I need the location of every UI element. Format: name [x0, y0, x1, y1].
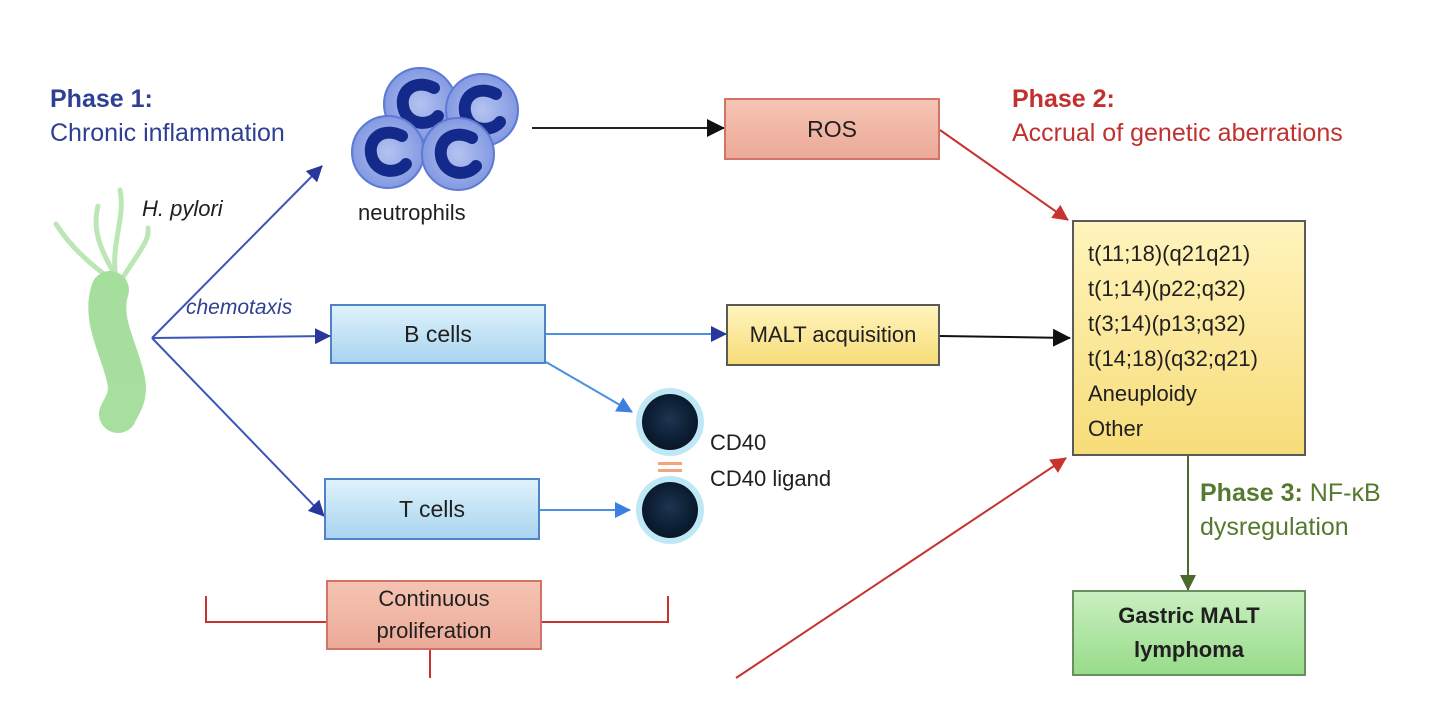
gastric-malt-lymphoma-box: Gastric MALT lymphoma: [1072, 590, 1306, 676]
t-cells-label: T cells: [398, 495, 466, 522]
b-cells-label: B cells: [404, 320, 472, 347]
aberration-item: Other: [1088, 416, 1144, 441]
t-cells-box: T cells: [324, 478, 540, 540]
phase3-title-rest: NF-κB: [1309, 479, 1381, 507]
cd40-label: CD40: [710, 430, 767, 455]
gastric-malt-line1: Gastric MALT: [1118, 603, 1260, 628]
aberration-item: Aneuploidy: [1088, 381, 1197, 406]
aberration-item: t(1;14)(p22;q32): [1088, 276, 1246, 301]
phase1-title: Phase 1:: [50, 85, 153, 113]
aberration-item: t(14;18)(q32;q21): [1088, 346, 1258, 371]
aberration-item: t(3;14)(p13;q32): [1088, 311, 1246, 336]
b-cells-box: B cells: [330, 304, 546, 364]
continuous-proliferation-line1: Continuous: [378, 586, 490, 611]
phase3-heading: Phase 3: NF-κB dysregulation: [1200, 476, 1381, 544]
arrow-malt-to-aberrations: [939, 328, 1071, 347]
phase1-heading: Phase 1: Chronic inflammation: [50, 82, 285, 150]
arrow-ros-to-aberrations: [939, 129, 1069, 221]
phase3-subtitle: dysregulation: [1200, 513, 1349, 541]
phase2-title: Phase 2:: [1012, 85, 1115, 113]
neutrophils-icon: [351, 67, 519, 191]
phase2-heading: Phase 2: Accrual of genetic aberrations: [1012, 82, 1343, 150]
phase3-title: Phase 3:: [1200, 479, 1303, 507]
malt-acquisition-box: MALT acquisition: [726, 304, 940, 366]
h-pylori-label: H. pylori: [142, 196, 223, 221]
continuous-proliferation-box: Continuous proliferation: [326, 580, 542, 650]
neutrophils-label: neutrophils: [358, 200, 466, 225]
aberration-item: t(11;18)(q21q21): [1088, 241, 1251, 266]
phase1-subtitle: Chronic inflammation: [50, 119, 285, 147]
chemotaxis-label: chemotaxis: [186, 296, 293, 319]
t-cell-cd40-ligand-icon: [636, 476, 704, 544]
continuous-proliferation-line2: proliferation: [376, 618, 492, 643]
arrow-hpylori-to-bcells: [151, 328, 331, 345]
cd40-binding-icon: [658, 462, 682, 472]
genetic-aberrations-box: t(11;18)(q21q21) t(1;14)(p22;q32) t(3;14…: [1072, 220, 1306, 456]
ros-label: ROS: [807, 115, 857, 142]
gastric-malt-line2: lymphoma: [1133, 637, 1245, 662]
arrow-hpylori-to-tcells: [151, 337, 325, 517]
arrow-bcells-to-cd40: [545, 361, 633, 413]
cd40-cell-icon: [636, 388, 704, 456]
arrow-proliferation-to-aberrations: [735, 457, 1067, 679]
ros-box: ROS: [724, 98, 940, 160]
arrow-hpylori-to-neutrophils: [151, 165, 323, 339]
cd40-ligand-label: CD40 ligand: [710, 466, 832, 491]
phase2-subtitle: Accrual of genetic aberrations: [1012, 119, 1343, 147]
malt-acquisition-label: MALT acquisition: [749, 322, 917, 347]
h-pylori-bacterium: [53, 187, 151, 433]
